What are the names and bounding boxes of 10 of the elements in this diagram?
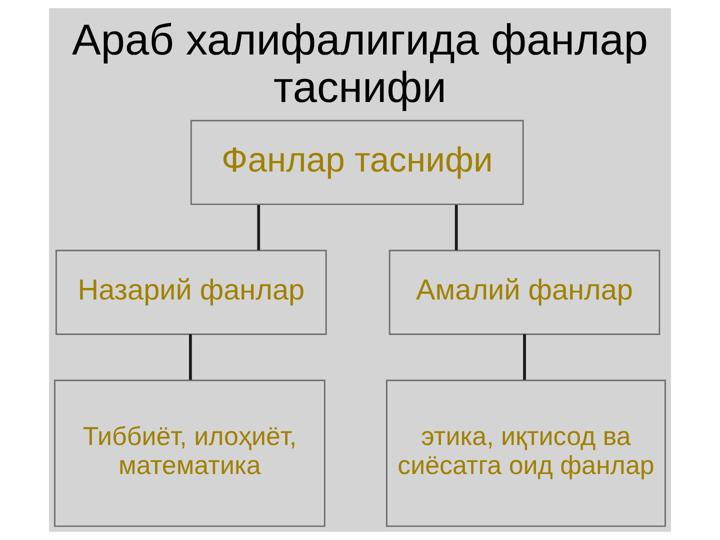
connector [523,334,526,380]
node-box: Назарий фанлар [56,250,327,335]
node-box: Амалий фанлар [388,250,660,335]
node-box: Тиббиёт, илоҳиёт, математика [54,380,326,527]
node-box: Фанлар таснифи [190,120,524,206]
connector [454,205,458,250]
connector [188,334,192,380]
diagram-title: Араб халифалигида фанлар таснифи [72,16,648,112]
connector [257,205,260,250]
node-box: этика, иқтисод ва сиёсатга оид фанлар [386,380,666,527]
